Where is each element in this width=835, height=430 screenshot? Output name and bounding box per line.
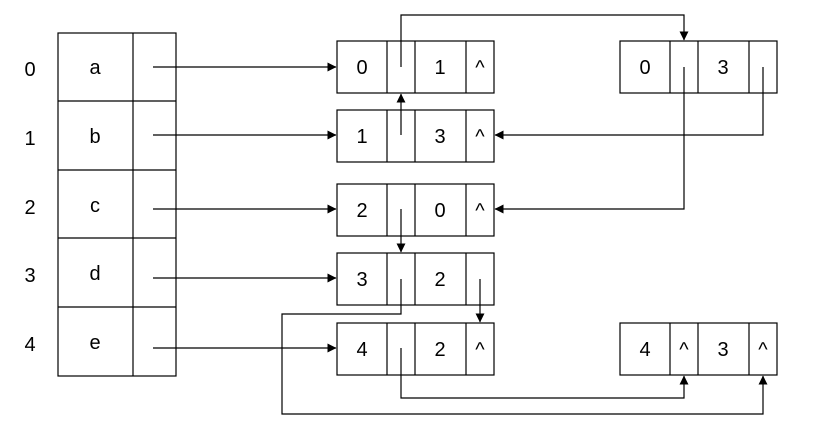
- vertex-label: a: [89, 57, 101, 79]
- arc-tlink-null: ^: [475, 126, 485, 148]
- arc-tail: 4: [356, 339, 367, 361]
- vertex-index: 4: [24, 334, 35, 356]
- arc-tlink-null: ^: [758, 339, 768, 361]
- vertex-label: d: [89, 263, 100, 285]
- arc-hlink-null: ^: [679, 339, 689, 361]
- hlink-arrow: [400, 14, 689, 67]
- arc-head: 3: [434, 126, 445, 148]
- vertex-index: 2: [24, 197, 35, 219]
- arc-tlink-null: ^: [475, 339, 485, 361]
- hlink-arrow: [281, 279, 768, 415]
- arc-tail: 4: [639, 339, 650, 361]
- arc-node: 4 ^ 3 ^: [619, 322, 778, 376]
- arc-node: 0 3: [619, 40, 778, 94]
- arc-tail: 1: [356, 126, 367, 148]
- arc-head: 2: [434, 269, 445, 291]
- arc-head: 3: [717, 57, 728, 79]
- vertex-label: c: [90, 195, 100, 217]
- arc-head: 0: [434, 200, 445, 222]
- vertex-label: b: [89, 126, 100, 148]
- arc-tlink-null: ^: [475, 57, 485, 79]
- vertex-index: 1: [24, 128, 35, 150]
- vertex-table-frame: [57, 32, 177, 377]
- arc-node: 0 1 ^: [336, 40, 495, 94]
- arc-head: 1: [434, 57, 445, 79]
- arc-tail: 3: [356, 269, 367, 291]
- vertex-label: e: [89, 332, 100, 354]
- arc-tail: 2: [356, 200, 367, 222]
- arc-head: 2: [434, 339, 445, 361]
- arc-tlink-null: ^: [475, 200, 485, 222]
- hlink-arrow: [400, 348, 689, 399]
- arc-node: 4 2 ^: [336, 322, 495, 376]
- arc-node: 2 0 ^: [336, 183, 495, 237]
- arc-tail: 0: [639, 57, 650, 79]
- vertex-index: 0: [24, 59, 35, 81]
- tlink-arrow: [494, 67, 764, 140]
- arc-tail: 0: [356, 57, 367, 79]
- arc-node: 3 2: [336, 252, 495, 306]
- arc-head: 3: [717, 339, 728, 361]
- hlink-arrow: [494, 67, 685, 214]
- vertex-index: 3: [24, 265, 35, 287]
- arc-node: 1 3 ^: [336, 109, 495, 163]
- vertex-table: 0 1 2 3 4 a b c d e: [24, 32, 177, 377]
